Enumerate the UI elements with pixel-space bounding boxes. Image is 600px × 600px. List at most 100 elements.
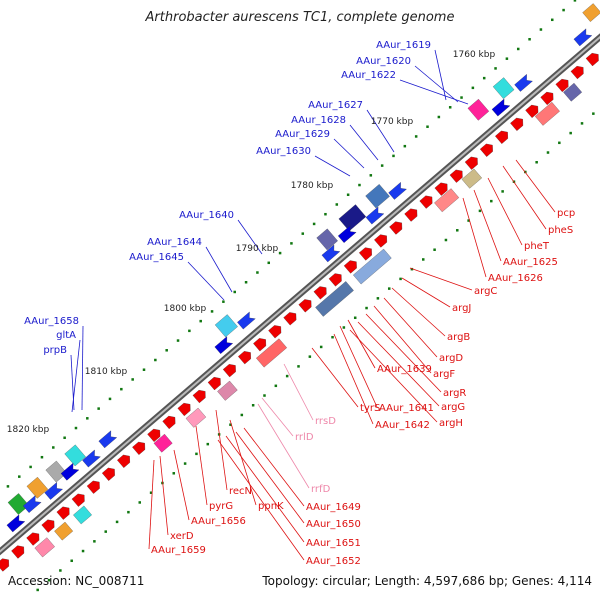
leader-line xyxy=(314,155,351,177)
outer-gene-arrow xyxy=(214,336,234,354)
leader-line xyxy=(261,397,294,437)
inner-gene-block xyxy=(563,82,583,102)
tick-dot xyxy=(6,485,10,488)
inner-gene-block xyxy=(353,248,392,285)
gene-label-bottom: AAur_1659 xyxy=(151,545,206,556)
inner-gene-arrow xyxy=(343,260,357,274)
tick-dot xyxy=(222,300,225,303)
leader-line xyxy=(215,409,228,491)
gene-label-bottom: argC xyxy=(474,286,497,297)
inner-gene-arrow xyxy=(101,467,115,481)
gene-label-bottom: xerD xyxy=(170,531,194,542)
tick-dot xyxy=(569,131,572,135)
backbone-highlight xyxy=(0,35,600,553)
gene-label-bottom: AAur_1652 xyxy=(306,556,361,567)
tick-dot xyxy=(444,238,448,242)
tick-dot xyxy=(410,267,414,271)
leader-line xyxy=(81,325,84,411)
outer-gene-arrow xyxy=(98,430,118,449)
genome-summary-text: Topology: circular; Length: 4,597,686 bp… xyxy=(262,574,592,588)
tick-dot xyxy=(263,394,266,397)
tick-dot xyxy=(233,290,236,294)
gene-label-top: AAur_1640 xyxy=(179,210,234,221)
gene-label-bottom: pheT xyxy=(524,241,550,252)
gene-label-top: AAur_1644 xyxy=(147,237,202,248)
inner-gene-block xyxy=(461,168,483,189)
gene-label-bottom: rrsD xyxy=(315,416,336,427)
tick-dot xyxy=(195,452,198,456)
kbp-label: 1770 kbp xyxy=(371,117,414,127)
leader-line xyxy=(434,49,447,101)
tick-dot xyxy=(131,378,134,381)
tick-dot xyxy=(392,154,395,158)
leader-line xyxy=(366,109,395,153)
gene-label-bottom: argR xyxy=(443,388,466,399)
gene-label-bottom: AAur_1651 xyxy=(306,538,361,549)
tick-dot xyxy=(251,404,255,407)
inner-gene-arrow xyxy=(117,454,130,468)
gene-label-bottom: ppnK xyxy=(258,501,284,512)
inner-gene-block xyxy=(54,521,74,541)
outer-gene-block xyxy=(467,98,490,121)
tick-dot xyxy=(63,436,66,440)
inner-gene-block xyxy=(534,101,560,126)
inner-gene-arrow xyxy=(268,325,282,339)
inner-gene-arrow xyxy=(132,441,146,455)
leader-line xyxy=(349,329,438,423)
gene-features xyxy=(0,3,600,572)
inner-gene-arrow xyxy=(358,247,372,261)
tick-dot xyxy=(108,397,112,401)
outer-gene-arrow xyxy=(237,311,256,330)
gene-label-bottom: argD xyxy=(439,353,463,364)
inner-gene-arrow xyxy=(374,234,388,248)
outer-gene-block xyxy=(214,314,238,338)
tick-dot xyxy=(154,358,157,362)
gene-label-top: AAur_1622 xyxy=(341,70,396,81)
leader-line xyxy=(383,297,438,358)
outer-gene-arrow xyxy=(365,206,385,225)
inner-gene-arrow xyxy=(464,156,478,170)
inner-gene-arrow xyxy=(71,493,85,507)
tick-dot xyxy=(312,222,316,226)
tick-dot xyxy=(290,242,293,245)
gene-label-bottom: AAur_1639 xyxy=(377,364,432,375)
outer-gene-arrow xyxy=(44,481,64,500)
gene-label-bottom: rrfD xyxy=(311,484,331,495)
leader-line xyxy=(195,425,208,506)
kbp-label: 1820 kbp xyxy=(7,425,50,435)
tick-dot xyxy=(274,384,278,388)
tick-dot xyxy=(505,57,509,60)
outer-gene-block xyxy=(26,476,49,499)
tick-dot xyxy=(467,219,470,222)
gene-label-bottom: argH xyxy=(439,418,463,429)
gene-label-top: AAur_1629 xyxy=(275,129,330,140)
tick-dot xyxy=(494,67,497,70)
inner-gene-arrow xyxy=(192,389,206,404)
leader-line xyxy=(333,333,374,425)
outer-gene-arrow xyxy=(337,225,357,243)
inner-gene-arrow xyxy=(177,402,191,417)
tick-dot xyxy=(18,475,21,478)
tick-dot xyxy=(127,510,130,514)
inner-gene-arrow xyxy=(328,273,342,287)
tick-dot xyxy=(183,462,187,465)
gene-label-top: AAur_1645 xyxy=(129,252,184,263)
tick-dot xyxy=(426,125,429,128)
inner-gene-arrow xyxy=(207,377,221,391)
leader-line xyxy=(414,65,459,103)
tick-dot xyxy=(319,345,323,349)
tick-dot xyxy=(297,365,300,368)
gene-label-top: AAur_1658 xyxy=(24,316,79,327)
inner-gene-block xyxy=(315,281,354,317)
gene-label-bottom: AAur_1649 xyxy=(306,502,361,513)
outer-gene-arrow xyxy=(321,244,341,263)
tick-dot xyxy=(138,501,142,504)
tick-dot xyxy=(422,258,425,261)
tick-dot xyxy=(478,209,482,213)
leader-line xyxy=(283,363,314,421)
tick-dot xyxy=(331,335,334,339)
leader-line xyxy=(409,267,473,291)
tick-dot xyxy=(97,407,100,410)
gene-label-bottom: argJ xyxy=(452,303,471,314)
gene-label-bottom: argG xyxy=(441,402,465,413)
